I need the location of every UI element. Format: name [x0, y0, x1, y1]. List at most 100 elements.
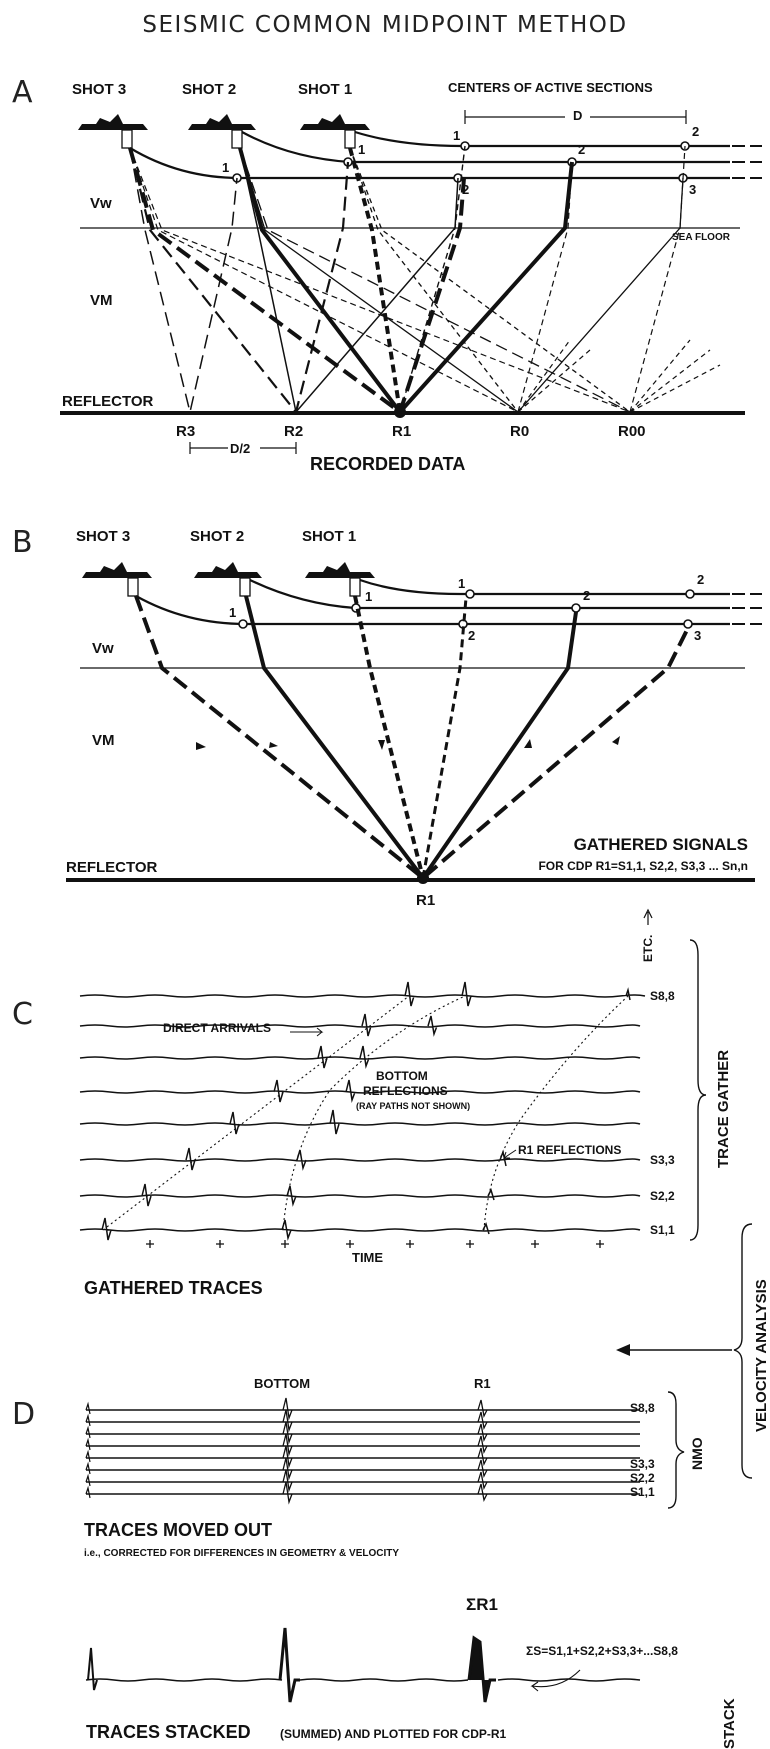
- panel-a-letter: A: [12, 75, 33, 110]
- panel-b-vw-label: Vw: [92, 640, 114, 657]
- panel-d-label-s88: S8,8: [630, 1401, 655, 1415]
- stack-formula: ΣS=S1,1+S2,2+S3,3+...S8,8: [526, 1644, 678, 1658]
- panel-c-etc-arrow: [643, 908, 653, 925]
- panel-c-bottom-2: REFLECTIONS: [363, 1084, 448, 1098]
- airgun-3: [121, 129, 133, 149]
- panel-c-letter: C: [12, 997, 33, 1032]
- panel-c: C ETC. DIRECT ARRIVALS BOTTOM REFLECTION…: [12, 908, 770, 1479]
- panel-a-vm-label: VM: [90, 292, 113, 309]
- panel-b-gathered-sub: FOR CDP R1=S1,1, S2,2, S3,3 ... Sn,n: [538, 859, 748, 873]
- nmo-r1-aligned: [477, 1399, 488, 1503]
- panel-b-r1-point: [417, 872, 429, 884]
- airgun-b3: [127, 577, 139, 597]
- panel-c-time-ticks: [146, 1240, 604, 1248]
- panel-a-r1-point: [394, 406, 406, 418]
- panel-c-label-s11: S1,1: [650, 1223, 675, 1237]
- streamer-b1: [359, 578, 730, 596]
- b-streamer-num-1a: 1: [458, 576, 465, 591]
- b-streamer-num-2b: 2: [583, 588, 590, 603]
- bottom-reflection-curve: [282, 995, 466, 1231]
- panel-a-outgoing-rays: [517, 339, 721, 413]
- streamer-num-1c: 1: [222, 160, 229, 175]
- panel-d: D BOTTOM R1 S8,8 S3,3 S2,2 S1,1 NMO TRAC…: [12, 1376, 705, 1559]
- panel-a-reflector-label: REFLECTOR: [62, 393, 154, 410]
- ship-1-icon: [300, 114, 370, 130]
- ship-b2-icon: [194, 562, 262, 578]
- gather-trace-5: [79, 1079, 641, 1103]
- panel-b-vm-label: VM: [92, 732, 115, 749]
- panel-c-r1-reflections: R1 REFLECTIONS: [518, 1143, 621, 1157]
- panel-c-bottom-3: (RAY PATHS NOT SHOWN): [356, 1101, 470, 1111]
- panel-a-r2-label: R2: [284, 423, 303, 440]
- panel-d-nmo: NMO: [689, 1437, 705, 1470]
- receiver-b-1a: [465, 589, 475, 599]
- stack-sum-label: ΣR1: [466, 1595, 498, 1614]
- b-ray-pair-2: [244, 595, 578, 882]
- figure-title: SEISMIC COMMON MIDPOINT METHOD: [142, 12, 627, 38]
- panel-d-r1: R1: [474, 1376, 491, 1391]
- velocity-analysis-arrow-head: [616, 1344, 630, 1356]
- gather-trace-6: [79, 1045, 641, 1069]
- streamer-num-1a: 1: [453, 128, 460, 143]
- direct-arrivals-arrow: [290, 1027, 324, 1037]
- panel-d-letter: D: [12, 1397, 35, 1432]
- panel-c-trace-gather: TRACE GATHER: [715, 1050, 732, 1168]
- panel-a-half-d-dimension: [189, 442, 297, 454]
- ray-shot3-r2: [128, 147, 350, 415]
- panel-c-label-s88: S8,8: [650, 989, 675, 1003]
- b-streamer-num-3c: 3: [694, 628, 701, 643]
- panel-c-label-s22: S2,2: [650, 1189, 675, 1203]
- panel-c-caption: GATHERED TRACES: [84, 1278, 263, 1298]
- panel-a-half-d-label: D/2: [230, 441, 250, 456]
- b-streamer-num-2a: 2: [697, 572, 704, 587]
- panel-a-centers-label: CENTERS OF ACTIVE SECTIONS: [448, 80, 653, 95]
- ship-2-icon: [188, 114, 256, 130]
- panel-a-shot3-label: SHOT 3: [72, 81, 126, 98]
- ship-b1-icon: [305, 562, 375, 578]
- direct-arrival-line: [102, 995, 410, 1231]
- gather-trace-1: [79, 1217, 641, 1241]
- r1-reflections-arrow: [503, 1149, 517, 1160]
- panel-b-shot2-label: SHOT 2: [190, 528, 244, 545]
- panel-a-d-dimension: [464, 110, 687, 124]
- ray-shot1-up: [399, 145, 466, 413]
- panel-d-label-s33: S3,3: [630, 1457, 655, 1471]
- ship-b3-icon: [82, 562, 152, 578]
- panel-a-r1-label: R1: [392, 423, 411, 440]
- panel-c-time-label: TIME: [352, 1250, 383, 1265]
- panel-a-shot2-label: SHOT 2: [182, 81, 236, 98]
- panel-d-label-s22: S2,2: [630, 1471, 655, 1485]
- panel-a-r0-label: R0: [510, 423, 529, 440]
- panel-b-ray-arrows: [196, 736, 620, 750]
- receiver-b-2b: [571, 603, 581, 613]
- panel-c-label-s33: S3,3: [650, 1153, 675, 1167]
- stack-label: STACK: [721, 1698, 738, 1749]
- panel-c-etc: ETC.: [641, 935, 655, 962]
- gather-trace-3: [79, 1147, 641, 1171]
- r1-reflection-curve: [483, 995, 629, 1231]
- ship-3-icon: [78, 114, 148, 130]
- ray-shot3-r3: [129, 147, 238, 413]
- ray-shot1-r0: [349, 147, 519, 413]
- stack-caption-sub: (SUMMED) AND PLOTTED FOR CDP-R1: [280, 1727, 507, 1741]
- ray-shot1-down: [348, 147, 402, 413]
- velocity-analysis-label: VELOCITY ANALYSIS: [753, 1279, 770, 1432]
- airgun-2: [231, 129, 243, 149]
- gather-trace-4: [79, 1109, 641, 1135]
- panel-a-d-label: D: [573, 108, 582, 123]
- panel-a-sea-floor-label: SEA FLOOR: [672, 232, 731, 243]
- nmo-traces: [86, 1409, 640, 1495]
- receiver-b-2a: [685, 589, 695, 599]
- gather-trace-7: [79, 1013, 641, 1037]
- panel-b-shot3-label: SHOT 3: [76, 528, 130, 545]
- b-streamer-num-1c: 1: [229, 605, 236, 620]
- b-ray-pair-1-up: [421, 597, 468, 879]
- stacked-bottom-peak: [278, 1627, 300, 1703]
- panel-d-caption: TRACES MOVED OUT: [84, 1520, 272, 1540]
- panel-c-bottom-1: BOTTOM: [376, 1069, 428, 1083]
- panel-a-vw-label: Vw: [90, 195, 112, 212]
- nmo-trace-starts: [85, 1401, 91, 1499]
- velocity-analysis-bracket: [733, 1223, 753, 1479]
- nmo-brace: [667, 1391, 685, 1509]
